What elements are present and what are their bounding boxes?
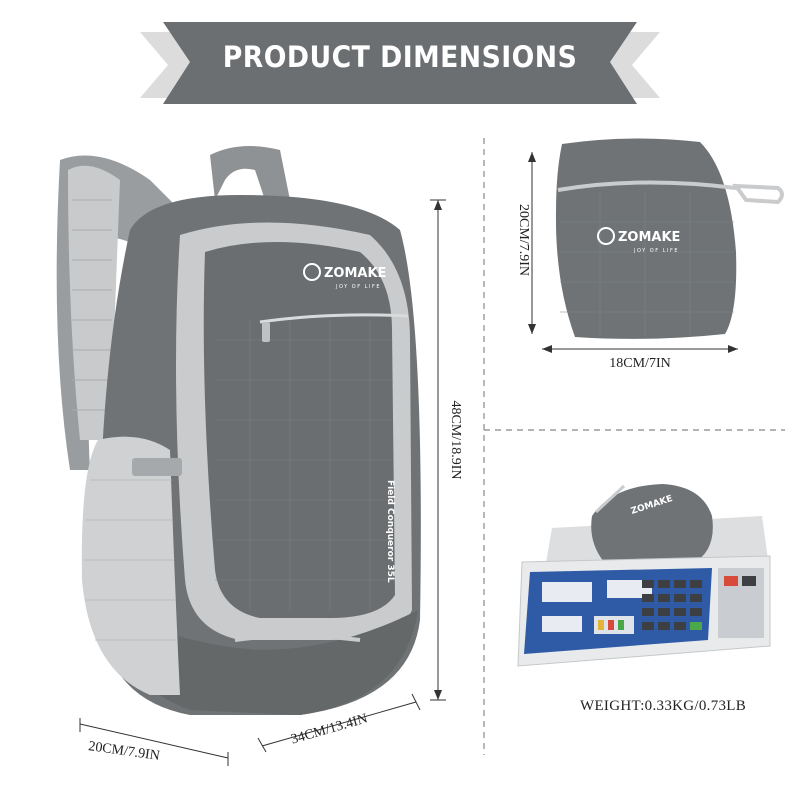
svg-text:JOY OF LIFE: JOY OF LIFE bbox=[335, 284, 381, 290]
model-label: Field Conqueror 35L bbox=[385, 480, 395, 583]
pouch-height-arrow bbox=[528, 152, 536, 334]
weighing-scale-image: ZOMAKE bbox=[517, 484, 771, 667]
backpack-image: ZOMAKE JOY OF LIFE Field Conqueror 35L bbox=[56, 146, 421, 715]
banner-title: PRODUCT DIMENSIONS bbox=[222, 40, 578, 74]
weight-label: WEIGHT:0.33KG/0.73LB bbox=[580, 698, 747, 714]
depth-arrow bbox=[257, 693, 421, 753]
height-dimension-label: 48CM/18.9IN bbox=[448, 400, 463, 480]
height-arrow bbox=[430, 199, 446, 701]
svg-text:JOY OF LIFE: JOY OF LIFE bbox=[633, 248, 679, 254]
svg-text:ZOMAKE: ZOMAKE bbox=[324, 266, 386, 281]
brand-logo: ZOMAKE JOY OF LIFE bbox=[303, 263, 386, 290]
pouch-width-label: 18CM/7IN bbox=[609, 356, 671, 371]
title-banner bbox=[140, 22, 660, 104]
folded-pouch-image: ZOMAKE JOY OF LIFE bbox=[555, 138, 784, 339]
pouch-width-arrow bbox=[542, 345, 738, 353]
pouch-height-label: 20CM/7.9IN bbox=[516, 204, 531, 276]
width-arrow bbox=[79, 718, 229, 766]
svg-text:ZOMAKE: ZOMAKE bbox=[618, 230, 680, 245]
